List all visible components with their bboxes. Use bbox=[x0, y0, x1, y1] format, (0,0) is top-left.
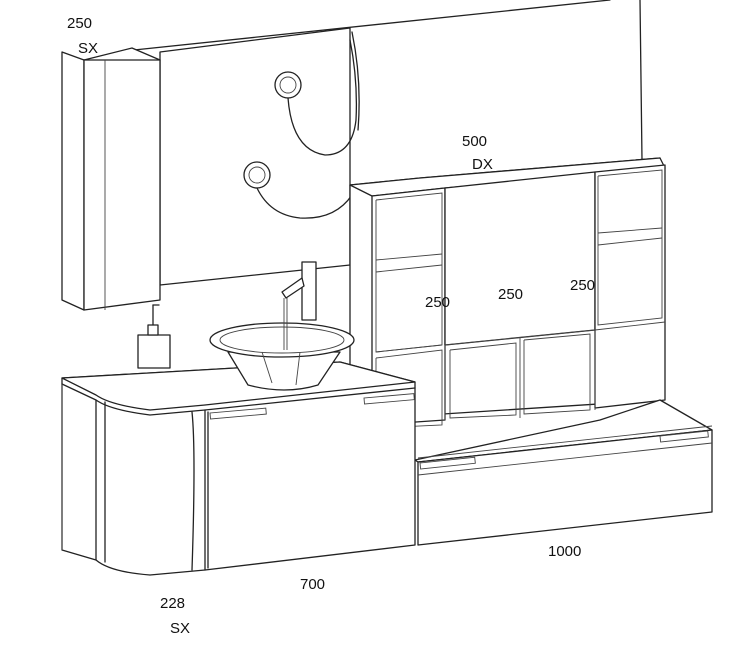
tall-wall-cabinet bbox=[61, 47, 161, 311]
wall-lamp-icon bbox=[243, 39, 358, 219]
top-wall-unit bbox=[349, 157, 666, 429]
soap-dispenser-icon bbox=[137, 304, 171, 369]
low-unit-width-label: 1000 bbox=[548, 543, 582, 560]
back-wall bbox=[133, 0, 643, 161]
vanity-base-unit bbox=[61, 361, 416, 576]
faucet-icon bbox=[281, 261, 317, 350]
top-unit-width-label: 500 bbox=[462, 133, 488, 150]
tall-unit-side-label: SX bbox=[78, 40, 99, 57]
base-unit-width-label: 700 bbox=[300, 576, 326, 593]
low-base-unit bbox=[414, 399, 713, 546]
mirror-panel bbox=[159, 27, 360, 286]
curved-end-side-label: SX bbox=[170, 620, 191, 637]
curved-end-width-label: 228 bbox=[160, 595, 186, 612]
right-open-width-label: 250 bbox=[570, 277, 596, 294]
left-open-width-label: 250 bbox=[425, 294, 451, 311]
top-unit-side-label: DX bbox=[472, 156, 493, 173]
tall-unit-width-label: 250 bbox=[67, 15, 93, 32]
vessel-sink bbox=[209, 322, 355, 391]
center-door-width-label: 250 bbox=[498, 286, 524, 303]
